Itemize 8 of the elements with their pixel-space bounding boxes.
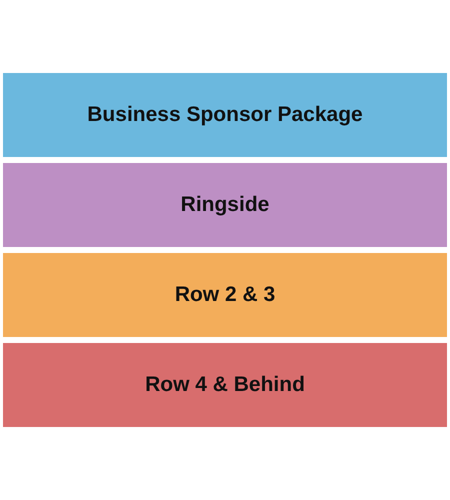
section-label: Business Sponsor Package <box>87 103 363 127</box>
section-label: Row 2 & 3 <box>174 283 276 307</box>
section-label: Ringside <box>180 193 270 217</box>
seating-section <box>3 73 447 157</box>
seating-section <box>3 253 447 337</box>
seating-section <box>3 343 447 427</box>
seating-section <box>3 163 447 247</box>
section-label: Row 4 & Behind <box>145 373 305 397</box>
